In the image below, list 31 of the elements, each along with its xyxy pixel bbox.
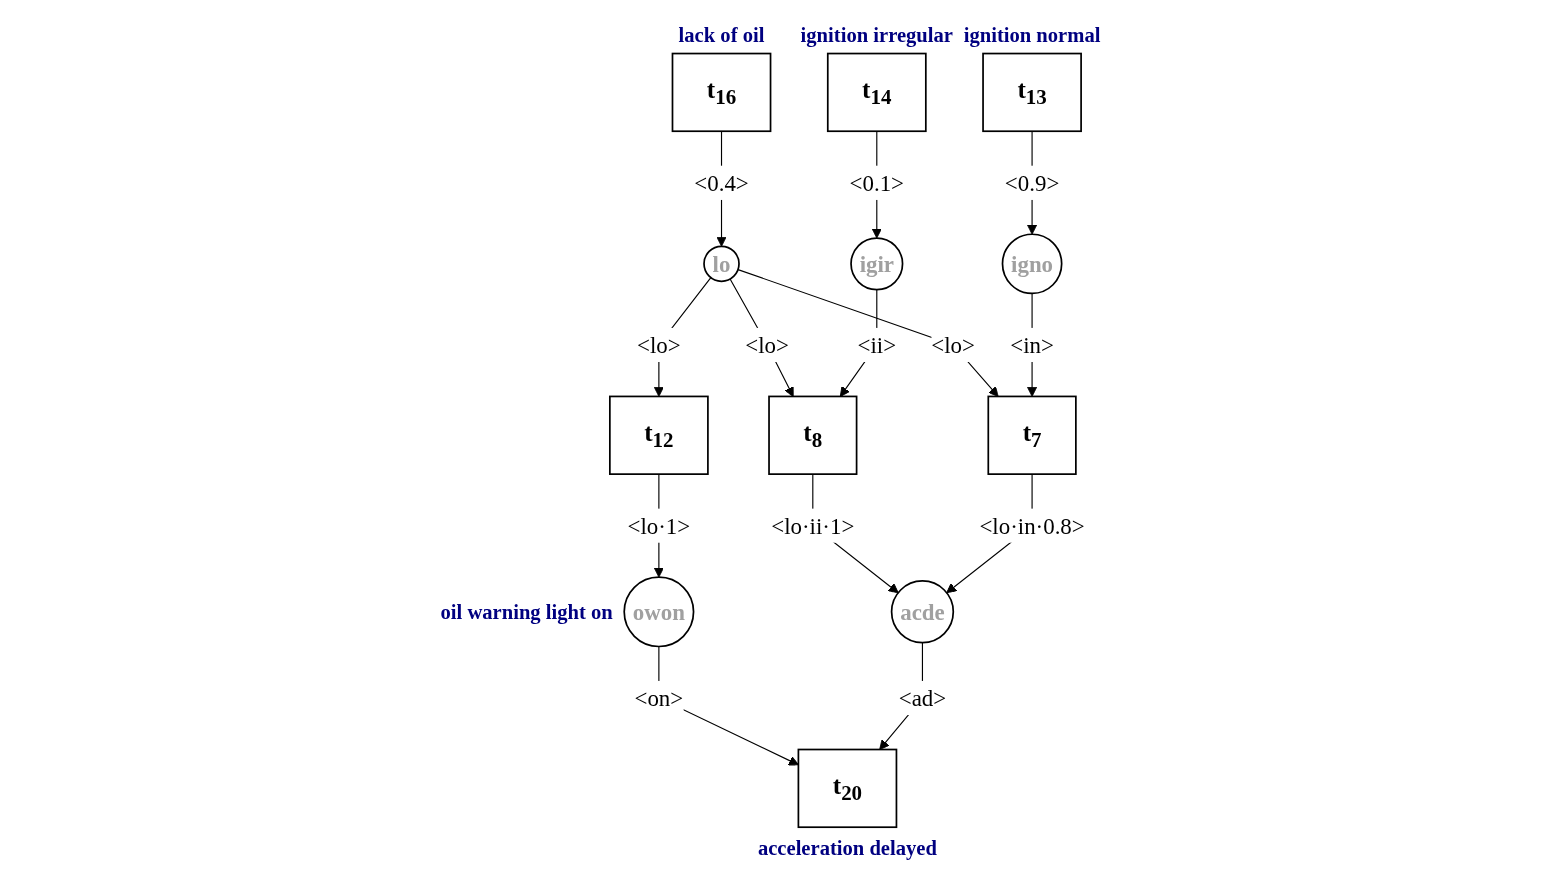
arrow [729,278,794,397]
node-box: t$_{13}$ [982,52,1082,133]
edge-label: <lo> [745,332,789,358]
edge-label: <lo> [931,332,975,358]
node-box: t$_{8}$ [768,395,858,475]
node-box: t$_{14}$ [826,52,927,133]
node-circle: lo [703,245,740,283]
state-description: acceleration delayed [757,836,937,859]
edge-label: <0.1> [849,170,905,196]
state-description: ignition normal [963,24,1101,47]
edge-label: <lo·in·0.8> [979,513,1085,539]
edge-label: <lo·ii·1> [771,513,855,539]
edge-label: <0.4> [694,170,749,196]
edge-label: <in> [1010,332,1054,358]
node-box: t$_{16}$ [671,52,772,133]
state-description: lack of oil [678,24,765,47]
node-circle: igno [1001,233,1063,295]
edge-label: <on> [634,685,684,711]
node-circle: igir [850,237,904,291]
state-description: ignition irregular [800,24,953,47]
edge-label: <0.9> [1004,170,1060,196]
node-box: t$_{7}$ [987,395,1077,475]
node-circle: owon [623,576,695,648]
edge-label: <ii> [857,332,897,358]
edge-label: <lo> [637,332,681,358]
node-box: t$_{20}$ [797,748,898,829]
node-circle: acde [890,580,955,644]
state-description: oil warning light on [440,600,613,623]
edge-label: <lo·1> [627,513,691,539]
edge-label: <ad> [898,685,947,711]
node-box: t$_{12}$ [609,395,709,475]
